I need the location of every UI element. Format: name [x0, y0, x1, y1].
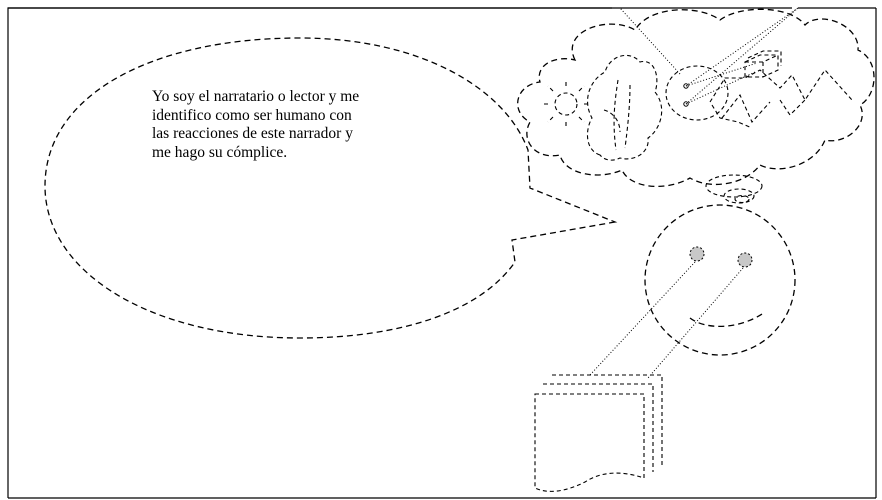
thought-eye-circle [665, 65, 729, 121]
sight-line-left [589, 261, 696, 376]
speech-line: me hago su cómplice. [152, 143, 288, 161]
thought-cloud [517, 8, 875, 188]
right-eye [737, 252, 753, 268]
smiley-face [644, 204, 796, 356]
thought-bubble-small [734, 194, 750, 204]
pointer-line-3 [619, 7, 681, 75]
left-eye [689, 246, 705, 262]
speech-bubble-text: Yo soy el narratario o lector y me ident… [152, 88, 452, 162]
speech-line: Yo soy el narratario o lector y me [152, 88, 360, 105]
sight-line-right [647, 267, 744, 379]
pointer-line-1 [685, 7, 799, 87]
tree-icon [586, 54, 663, 161]
thought-bubble-medium [723, 188, 755, 204]
thought-dot-upper [683, 83, 689, 89]
house-icon [744, 50, 782, 78]
speech-bubble [44, 37, 618, 339]
mountains-icon [709, 69, 853, 129]
pointer-line-2 [685, 7, 799, 105]
thought-bubble-large [705, 174, 763, 198]
smile-mouth [689, 311, 766, 327]
pointer-line-4 [685, 62, 758, 87]
book-pages-icon [534, 374, 663, 492]
pointer-line-5 [685, 71, 756, 105]
sun-icon [542, 80, 590, 128]
speech-line: identifico como ser humano con [152, 106, 352, 124]
thought-dot-lower [683, 101, 689, 107]
speech-line: las reacciones de este narrador y [152, 125, 353, 142]
